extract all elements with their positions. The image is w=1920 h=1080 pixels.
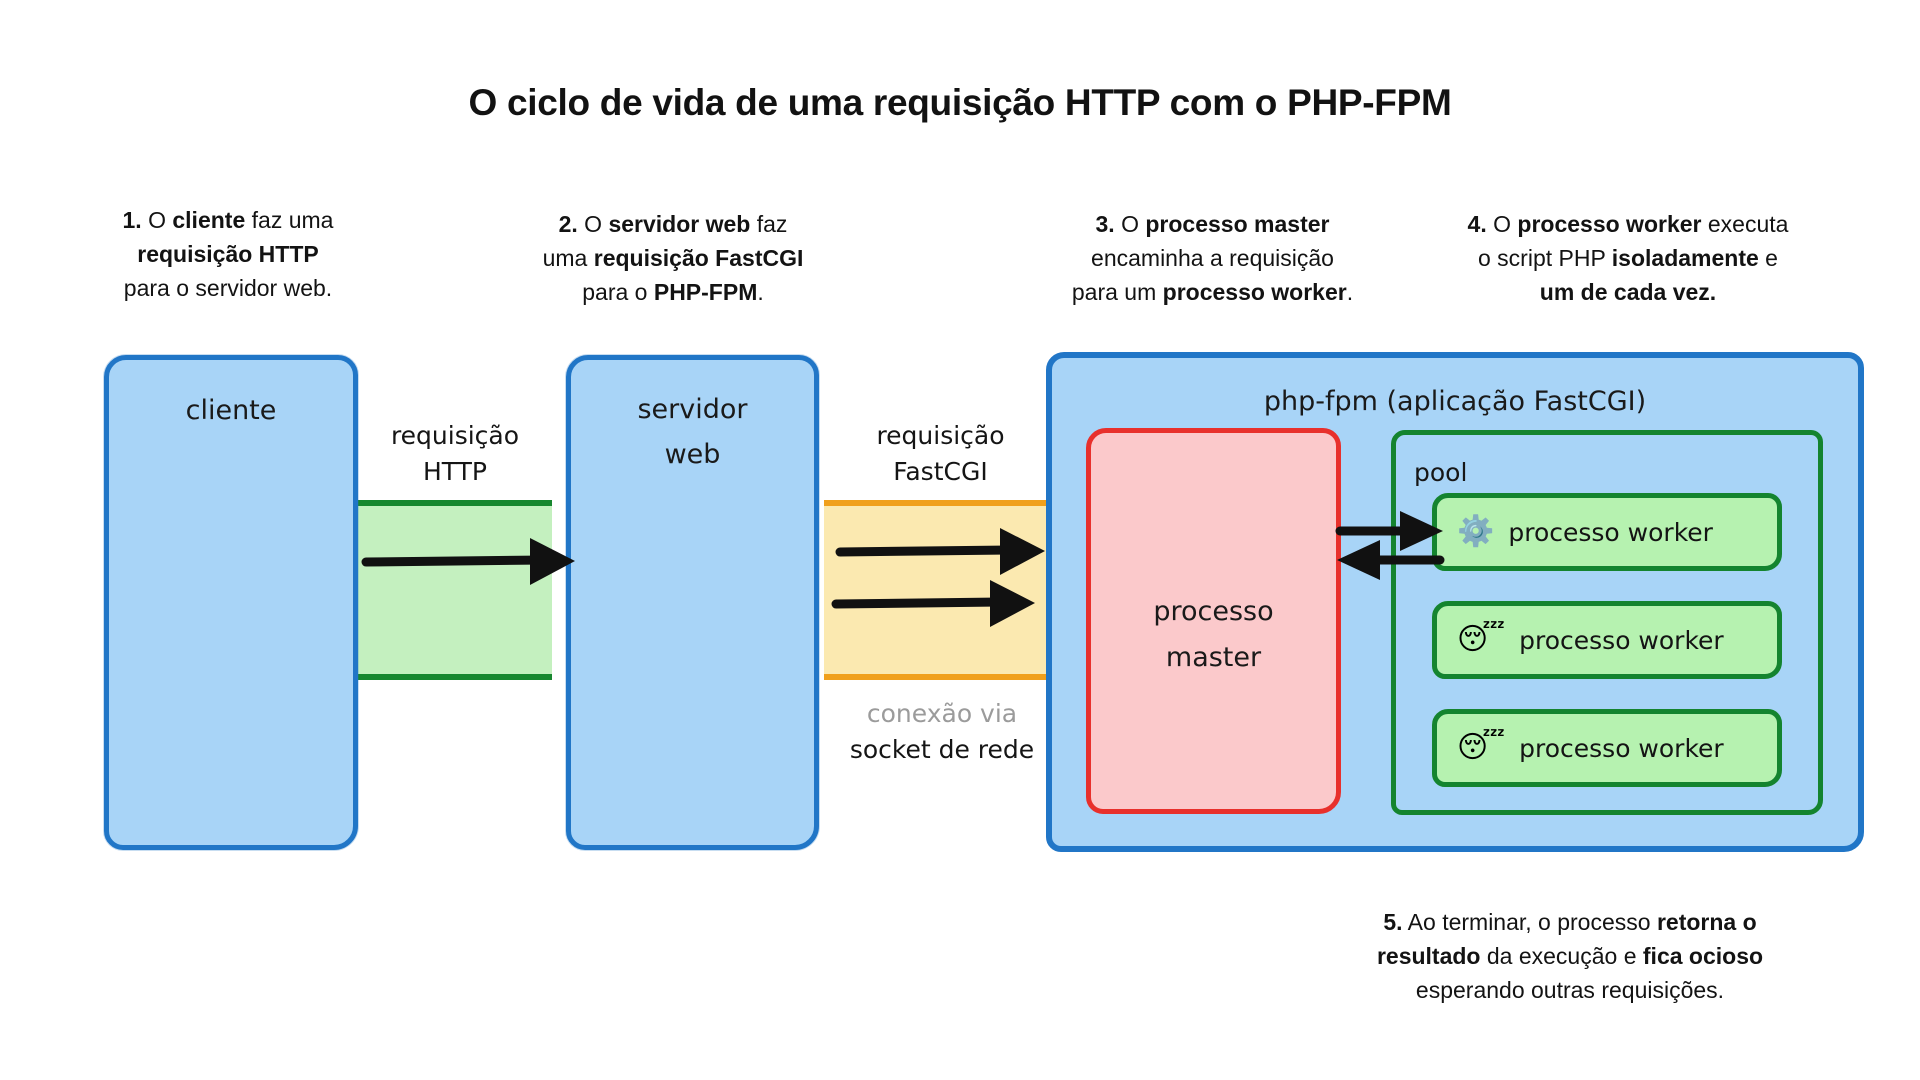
- flow-label-fastcgi: requisição FastCGI: [828, 418, 1053, 490]
- gear-icon: ⚙️: [1457, 514, 1495, 549]
- fastcgi-connection-band: [824, 500, 1056, 680]
- caption-step-5: 5. Ao terminar, o processo retorna o res…: [1376, 909, 1764, 1003]
- connection-note: conexão via socket de rede: [812, 696, 1072, 768]
- worker-label: processo worker: [1519, 625, 1724, 655]
- node-servidor-web-label-line2: web: [664, 439, 721, 470]
- flow-label-http-line2: HTTP: [423, 457, 487, 486]
- caption-step-4: 4. O processo worker executa o script PH…: [1467, 211, 1789, 305]
- page-title: O ciclo de vida de uma requisição HTTP c…: [468, 82, 1452, 123]
- worker-label: processo worker: [1519, 733, 1724, 763]
- node-processo-master[interactable]: processo master: [1086, 428, 1341, 814]
- caption-step-2: 2. O servidor web faz uma requisição Fas…: [542, 211, 804, 305]
- caption-step-1: 1. O cliente faz uma requisição HTTP par…: [122, 207, 334, 301]
- http-connection-band: [352, 500, 552, 680]
- node-pool[interactable]: pool: [1391, 430, 1823, 815]
- node-processo-master-label-line1: processo: [1153, 596, 1274, 627]
- flow-label-fastcgi-line2: FastCGI: [893, 457, 988, 486]
- worker-item[interactable]: 😴 processo worker: [1432, 709, 1782, 787]
- worker-item[interactable]: ⚙️ processo worker: [1432, 493, 1782, 571]
- sleeping-face-icon: 😴: [1457, 622, 1506, 657]
- node-php-fpm-label: php-fpm (aplicação FastCGI): [1263, 386, 1647, 417]
- node-cliente-label: cliente: [185, 395, 277, 426]
- flow-label-http-line1: requisição: [390, 421, 520, 450]
- sleeping-face-icon: 😴: [1457, 730, 1506, 765]
- node-cliente[interactable]: cliente: [104, 355, 358, 850]
- worker-label: processo worker: [1508, 517, 1713, 547]
- node-pool-label: pool: [1414, 458, 1468, 487]
- caption-step-3: 3. O processo master encaminha a requisi…: [1071, 211, 1354, 305]
- node-processo-master-label-line2: master: [1165, 642, 1262, 673]
- worker-item[interactable]: 😴 processo worker: [1432, 601, 1782, 679]
- connection-note-strong: socket de rede: [849, 735, 1035, 764]
- node-servidor-web-label-line1: servidor: [637, 394, 748, 425]
- flow-label-fastcgi-line1: requisição: [876, 421, 1005, 450]
- flow-label-http: requisição HTTP: [350, 418, 560, 490]
- connection-note-muted: conexão via: [866, 699, 1018, 728]
- node-servidor-web[interactable]: servidor web: [566, 355, 819, 850]
